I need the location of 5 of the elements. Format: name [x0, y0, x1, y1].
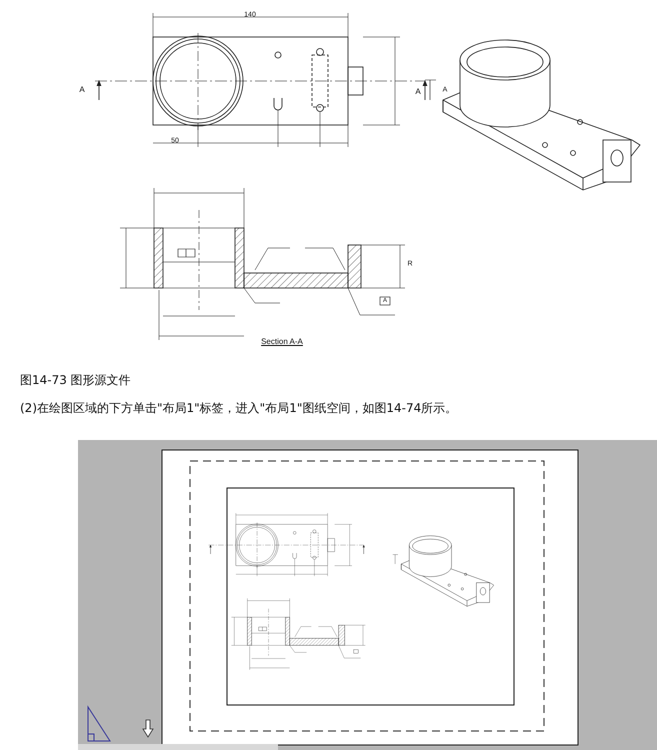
view-title: Section A-A [261, 338, 303, 346]
section-marker: A [415, 88, 421, 96]
section-marker: A [79, 86, 85, 94]
figure-caption: 图14-73 图形源文件 [20, 372, 131, 389]
instruction-text: (2)在绘图区域的下方单击"布局1"标签，进入"布局1"图纸空间，如图14-74所示。 [20, 400, 458, 417]
